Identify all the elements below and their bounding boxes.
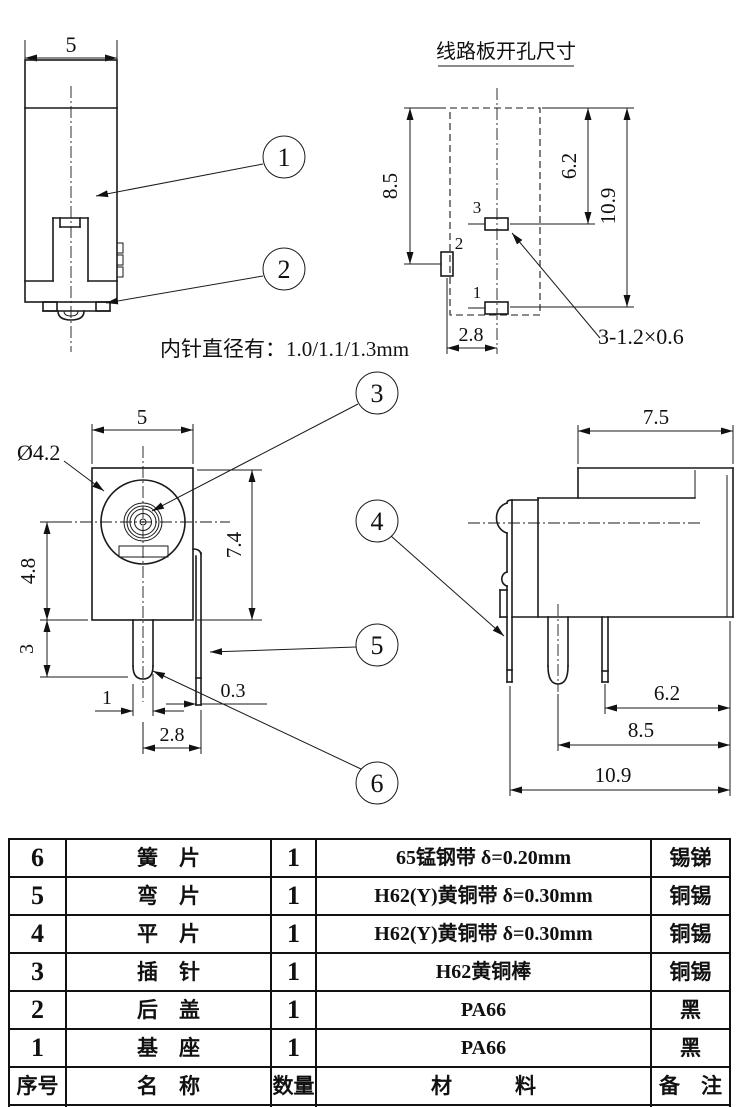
bom-row-qty: 1	[272, 916, 317, 954]
pcb-pad-2-label: 2	[455, 234, 464, 253]
pcb-pad-3	[484, 217, 509, 231]
balloon-3-number: 3	[371, 379, 384, 408]
bom-row-material: PA66	[317, 1030, 652, 1068]
pcb-slot-note: 3-1.2×0.6	[598, 324, 684, 349]
bom-row-material: H62(Y)黄铜带 δ=0.30mm	[317, 916, 652, 954]
bom-row-remark: 铜锡	[652, 916, 729, 954]
bom-empty-cell	[272, 1092, 317, 1107]
bom-empty-cell	[652, 1093, 729, 1107]
dim-pcb-2-8: 2.8	[459, 324, 484, 346]
bom-row-remark: 铜锡	[652, 954, 729, 992]
bom-header-material: 材 料	[317, 1068, 652, 1104]
dim-pcb-8-5: 8.5	[378, 173, 402, 199]
dim-front-height: 7.4	[222, 531, 246, 558]
top-side-view: 5	[24, 32, 124, 352]
balloon-4: 4	[355, 499, 505, 637]
pcb-pad-3-label: 3	[473, 198, 482, 217]
bom-row-qty: 1	[272, 992, 317, 1030]
balloon-1-number: 1	[278, 143, 291, 172]
bom-empty-cell	[317, 1092, 652, 1107]
bom-row-remark: 黑	[652, 992, 729, 1030]
dim-front-0-3: 0.3	[221, 680, 246, 702]
inner-pin-note: 内针直径有：1.0/1.1/1.3mm	[160, 337, 409, 361]
dim-front-2-8: 2.8	[160, 724, 185, 746]
bom-row-no: 5	[10, 878, 67, 916]
dim-right-6-2: 6.2	[654, 681, 680, 705]
balloon-6: 6	[152, 670, 399, 805]
front-view: 5 7.4 4.8 3 1 0.3	[16, 405, 267, 754]
bom-row-remark: 锡锑	[652, 840, 729, 878]
dim-right-8-5: 8.5	[628, 718, 654, 742]
bom-row-material: 65锰钢带 δ=0.20mm	[317, 840, 652, 878]
bom-header-name: 名 称	[67, 1068, 272, 1104]
right-side-view: 7.5 6.2 8.5 10.9	[468, 405, 734, 796]
bom-row-qty: 1	[272, 1030, 317, 1068]
balloon-4-number: 4	[371, 507, 384, 536]
bom-header-no: 序号	[10, 1068, 67, 1104]
bom-header-remark: 备 注	[659, 1074, 722, 1098]
bom-row-name: 平 片	[67, 916, 272, 954]
balloon-5: 5	[209, 623, 399, 667]
bom-header-qty: 数量	[272, 1068, 317, 1104]
bom-empty-cell	[67, 1092, 272, 1107]
bom-row-material: PA66	[317, 992, 652, 1030]
dim-front-width: 5	[137, 405, 148, 429]
pcb-pad-1	[484, 301, 509, 315]
bom-row-remark: 铜锡	[652, 878, 729, 916]
dim-pcb-10-9: 10.9	[596, 188, 620, 225]
bom-row-no: 1	[10, 1030, 67, 1068]
dim-right-depth: 7.5	[643, 405, 669, 429]
bom-row-material: H62黄铜棒	[317, 954, 652, 992]
bom-empty-cell	[10, 1092, 67, 1107]
balloon-2: 2	[105, 247, 306, 305]
bom-row-name: 簧 片	[67, 840, 272, 878]
balloon-2-number: 2	[278, 255, 291, 284]
balloon-5-number: 5	[371, 631, 384, 660]
bom-row-qty: 1	[272, 840, 317, 878]
bom-row-no: 3	[10, 954, 67, 992]
balloon-1: 1	[95, 135, 306, 198]
dim-pcb-6-2: 6.2	[557, 153, 581, 179]
bom-row-qty: 1	[272, 878, 317, 916]
pcb-view-title: 线路板开孔尺寸	[436, 40, 576, 63]
bom-table-cutoff-row	[8, 1092, 731, 1107]
balloon-3: 3	[151, 371, 399, 512]
bom-row-material: H62(Y)黄铜带 δ=0.30mm	[317, 878, 652, 916]
bom-row-name: 基 座	[67, 1030, 272, 1068]
dim-front-dia: Ø4.2	[17, 440, 60, 465]
dim-front-1: 1	[102, 687, 112, 709]
bom-row-remark: 黑	[652, 1030, 729, 1068]
bom-row-qty: 1	[272, 954, 317, 992]
pcb-pad-1-label: 1	[473, 283, 482, 302]
dim-front-3: 3	[16, 644, 38, 654]
dim-front-4-8: 4.8	[16, 558, 40, 584]
dim-right-10-9: 10.9	[595, 763, 632, 787]
bom-row-no: 2	[10, 992, 67, 1030]
pcb-pad-2	[440, 251, 454, 277]
bom-row-no: 4	[10, 916, 67, 954]
pcb-hole-view: 线路板开孔尺寸 8.5 6.2 10.9 3 2 1 2.8 3-1.2×0.6	[378, 40, 684, 354]
dim-topview-width: 5	[66, 32, 77, 57]
bom-row-name: 弯 片	[67, 878, 272, 916]
bom-row-name: 后 盖	[67, 992, 272, 1030]
balloon-6-number: 6	[371, 769, 384, 798]
drawing-canvas: 5 1 2 内针直径有：1.0/1.1/1.3mm 线路板开孔尺寸 8.5 6.…	[16, 32, 734, 805]
bom-row-no: 6	[10, 840, 67, 878]
bom-row-name: 插 针	[67, 954, 272, 992]
bom-table: 6 簧 片 1 65锰钢带 δ=0.20mm 锡锑 5 弯 片 1 H62(Y)…	[8, 838, 731, 1106]
